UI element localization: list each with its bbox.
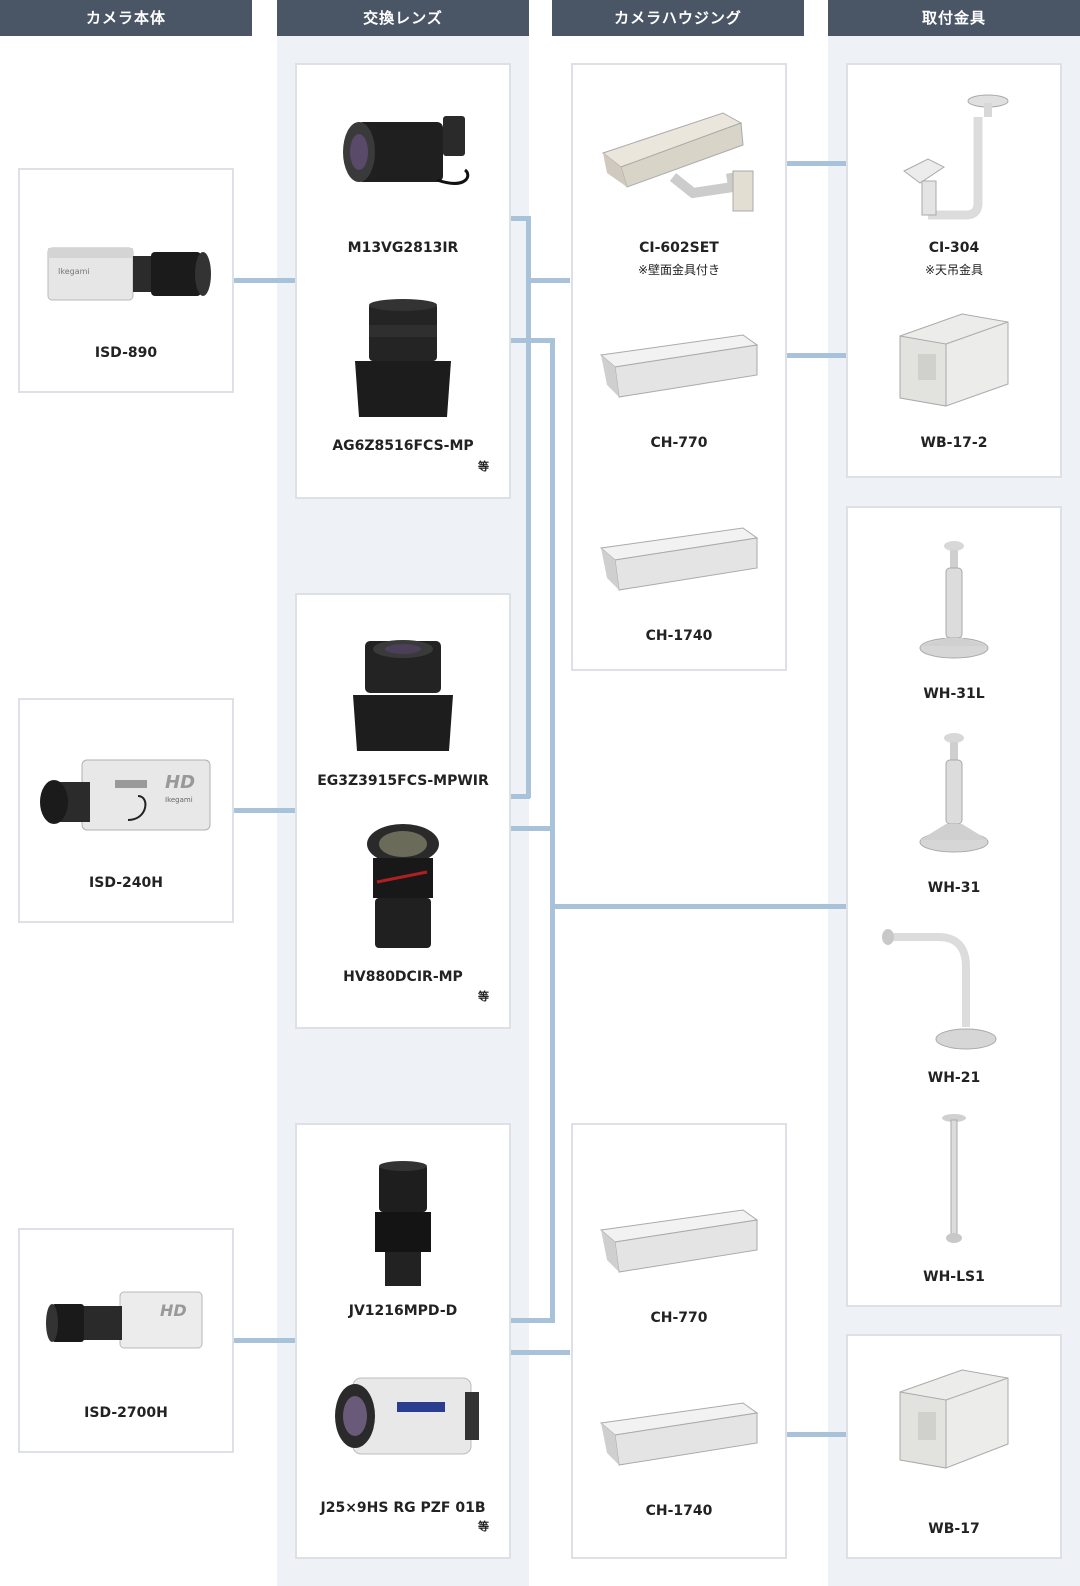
housing-note: ※壁面金具付き bbox=[637, 263, 721, 277]
mount-label: CI-304 bbox=[928, 240, 980, 256]
curved-arm-stand-image bbox=[882, 929, 997, 1050]
housing-label: CH-1740 bbox=[645, 1503, 713, 1519]
connector-line bbox=[768, 1432, 865, 1437]
housing-item[interactable]: CH-1740 bbox=[573, 1368, 785, 1528]
camera-label: ISD-240H bbox=[89, 875, 163, 891]
connector-line bbox=[768, 353, 865, 358]
mount-item[interactable]: WB-17 bbox=[848, 1336, 1060, 1556]
lens-label: EG3Z3915FCS-MPWIR bbox=[317, 773, 489, 789]
header-camera-body: カメラ本体 bbox=[0, 0, 252, 36]
header-housing: カメラハウジング bbox=[552, 0, 804, 36]
connector-line bbox=[768, 161, 865, 166]
connector-line bbox=[550, 904, 846, 909]
housing-with-bracket-image bbox=[601, 112, 754, 212]
svg-text:HD: HD bbox=[160, 1301, 187, 1320]
lens-label: M13VG2813IR bbox=[347, 240, 459, 256]
ceiling-pole-image bbox=[942, 1114, 966, 1243]
varifocal-lens-image bbox=[367, 824, 439, 948]
hd-camera-image: HD bbox=[46, 1291, 203, 1349]
connector-line bbox=[526, 278, 570, 283]
lens-item[interactable]: J25×9HS RG PZF 01B bbox=[297, 1352, 509, 1552]
housing-image bbox=[599, 1402, 759, 1466]
mount-item[interactable]: WH-LS1 bbox=[848, 1110, 1060, 1285]
wall-bracket-image bbox=[899, 1369, 1009, 1469]
connector-line bbox=[510, 826, 555, 831]
hd-camera-image: HD Ikegami bbox=[40, 759, 211, 831]
mount-item[interactable]: WH-21 bbox=[848, 918, 1060, 1088]
lens-group-note: 等 bbox=[478, 1520, 489, 1533]
housing-item[interactable]: CH-770 bbox=[573, 300, 785, 460]
ceiling-bracket-image bbox=[903, 94, 1009, 220]
megapixel-lens-image bbox=[353, 640, 453, 751]
mount-item[interactable]: WH-31 bbox=[848, 728, 1060, 898]
connector-line bbox=[526, 216, 531, 798]
lens-item[interactable]: AG6Z8516FCS-MP bbox=[297, 290, 509, 490]
lens-item[interactable]: EG3Z3915FCS-MPWIR bbox=[297, 595, 509, 795]
mount-item[interactable]: CI-304 ※天吊金具 bbox=[848, 65, 1060, 277]
mount-box bbox=[846, 63, 1062, 478]
header-lens: 交換レンズ bbox=[277, 0, 529, 36]
camera-item[interactable]: HD Ikegami ISD-240H bbox=[20, 700, 232, 920]
lens-label: J25×9HS RG PZF 01B bbox=[320, 1500, 486, 1516]
lens-item[interactable]: JV1216MPD-D bbox=[297, 1125, 509, 1325]
lens-label: JV1216MPD-D bbox=[348, 1303, 458, 1319]
housing-label: CH-770 bbox=[650, 435, 708, 451]
mount-item[interactable]: WH-31L bbox=[848, 520, 1060, 702]
mount-label: WB-17 bbox=[928, 1521, 980, 1537]
connector-line bbox=[510, 1350, 570, 1355]
housing-box bbox=[571, 1123, 787, 1559]
housing-item[interactable]: CH-770 bbox=[573, 1175, 785, 1335]
camera-label: ISD-890 bbox=[94, 345, 158, 361]
mount-note: ※天吊金具 bbox=[924, 263, 984, 277]
pole-stand-image bbox=[919, 733, 989, 853]
megapixel-lens-image bbox=[355, 299, 451, 417]
mount-label: WH-21 bbox=[927, 1070, 981, 1086]
lens-group-note: 等 bbox=[478, 990, 489, 1003]
housing-label: CH-770 bbox=[650, 1310, 708, 1326]
varifocal-lens-image bbox=[343, 116, 470, 185]
housing-item[interactable]: CH-1740 bbox=[573, 493, 785, 653]
telephoto-lens-image bbox=[375, 1161, 431, 1286]
mount-item[interactable]: WB-17-2 bbox=[848, 300, 1060, 460]
camera-label: ISD-2700H bbox=[84, 1405, 168, 1421]
mount-label: WH-LS1 bbox=[923, 1269, 985, 1285]
connector-line bbox=[510, 216, 530, 221]
lens-group-note: 等 bbox=[478, 460, 489, 473]
mount-label: WH-31 bbox=[927, 880, 981, 896]
housing-image bbox=[599, 334, 759, 398]
connector-line bbox=[510, 1318, 555, 1323]
housing-item[interactable]: CI-602SET ※壁面金具付き bbox=[573, 65, 785, 277]
connector-line bbox=[234, 278, 295, 283]
housing-image bbox=[599, 1209, 759, 1273]
pole-stand-image bbox=[919, 541, 989, 659]
header-mount: 取付金具 bbox=[828, 0, 1080, 36]
mount-label: WH-31L bbox=[923, 686, 985, 702]
connector-line bbox=[510, 338, 555, 343]
mount-label: WB-17-2 bbox=[920, 435, 988, 451]
connector-line bbox=[234, 808, 295, 813]
lens-item[interactable]: M13VG2813IR bbox=[297, 65, 509, 265]
housing-label: CH-1740 bbox=[645, 628, 713, 644]
camera-item[interactable]: HD ISD-2700H bbox=[20, 1230, 232, 1450]
wall-bracket-image bbox=[899, 313, 1009, 407]
housing-image bbox=[599, 527, 759, 591]
connector-line bbox=[234, 1338, 295, 1343]
lens-item[interactable]: HV880DCIR-MP bbox=[297, 822, 509, 1022]
connector-line bbox=[510, 794, 530, 799]
lens-label: AG6Z8516FCS-MP bbox=[332, 438, 474, 454]
svg-text:Ikegami: Ikegami bbox=[58, 267, 90, 276]
housing-label: CI-602SET bbox=[639, 240, 719, 256]
zoom-lens-image bbox=[335, 1377, 479, 1455]
svg-text:HD: HD bbox=[165, 772, 195, 793]
lens-label: HV880DCIR-MP bbox=[343, 969, 463, 985]
svg-text:Ikegami: Ikegami bbox=[165, 796, 193, 804]
camera-item[interactable]: Ikegami ISD-890 bbox=[20, 170, 232, 390]
box-camera-image: Ikegami bbox=[47, 247, 211, 301]
